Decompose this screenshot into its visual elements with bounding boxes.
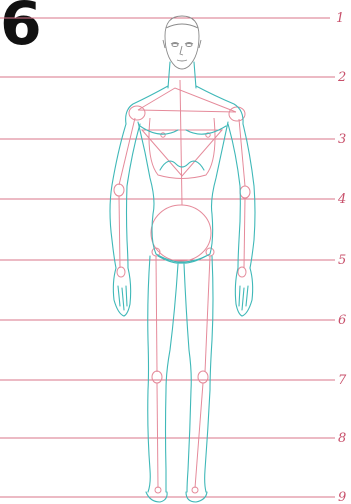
mark-8: 8 — [338, 431, 346, 446]
mark-9: 9 — [338, 490, 346, 504]
mark-3: 3 — [338, 132, 346, 147]
mark-4: 4 — [337, 192, 346, 207]
proportion-numbers: 1 2 3 4 5 6 7 8 9 — [336, 11, 347, 504]
mark-1: 1 — [336, 11, 344, 26]
body-contour — [110, 62, 255, 502]
mark-6: 6 — [338, 313, 346, 328]
proportion-guide-lines — [0, 18, 335, 497]
mark-2: 2 — [337, 70, 346, 85]
construction-skeleton — [114, 80, 250, 493]
mark-7: 7 — [338, 373, 347, 388]
head-sketch — [163, 16, 201, 69]
mark-5: 5 — [338, 253, 346, 268]
